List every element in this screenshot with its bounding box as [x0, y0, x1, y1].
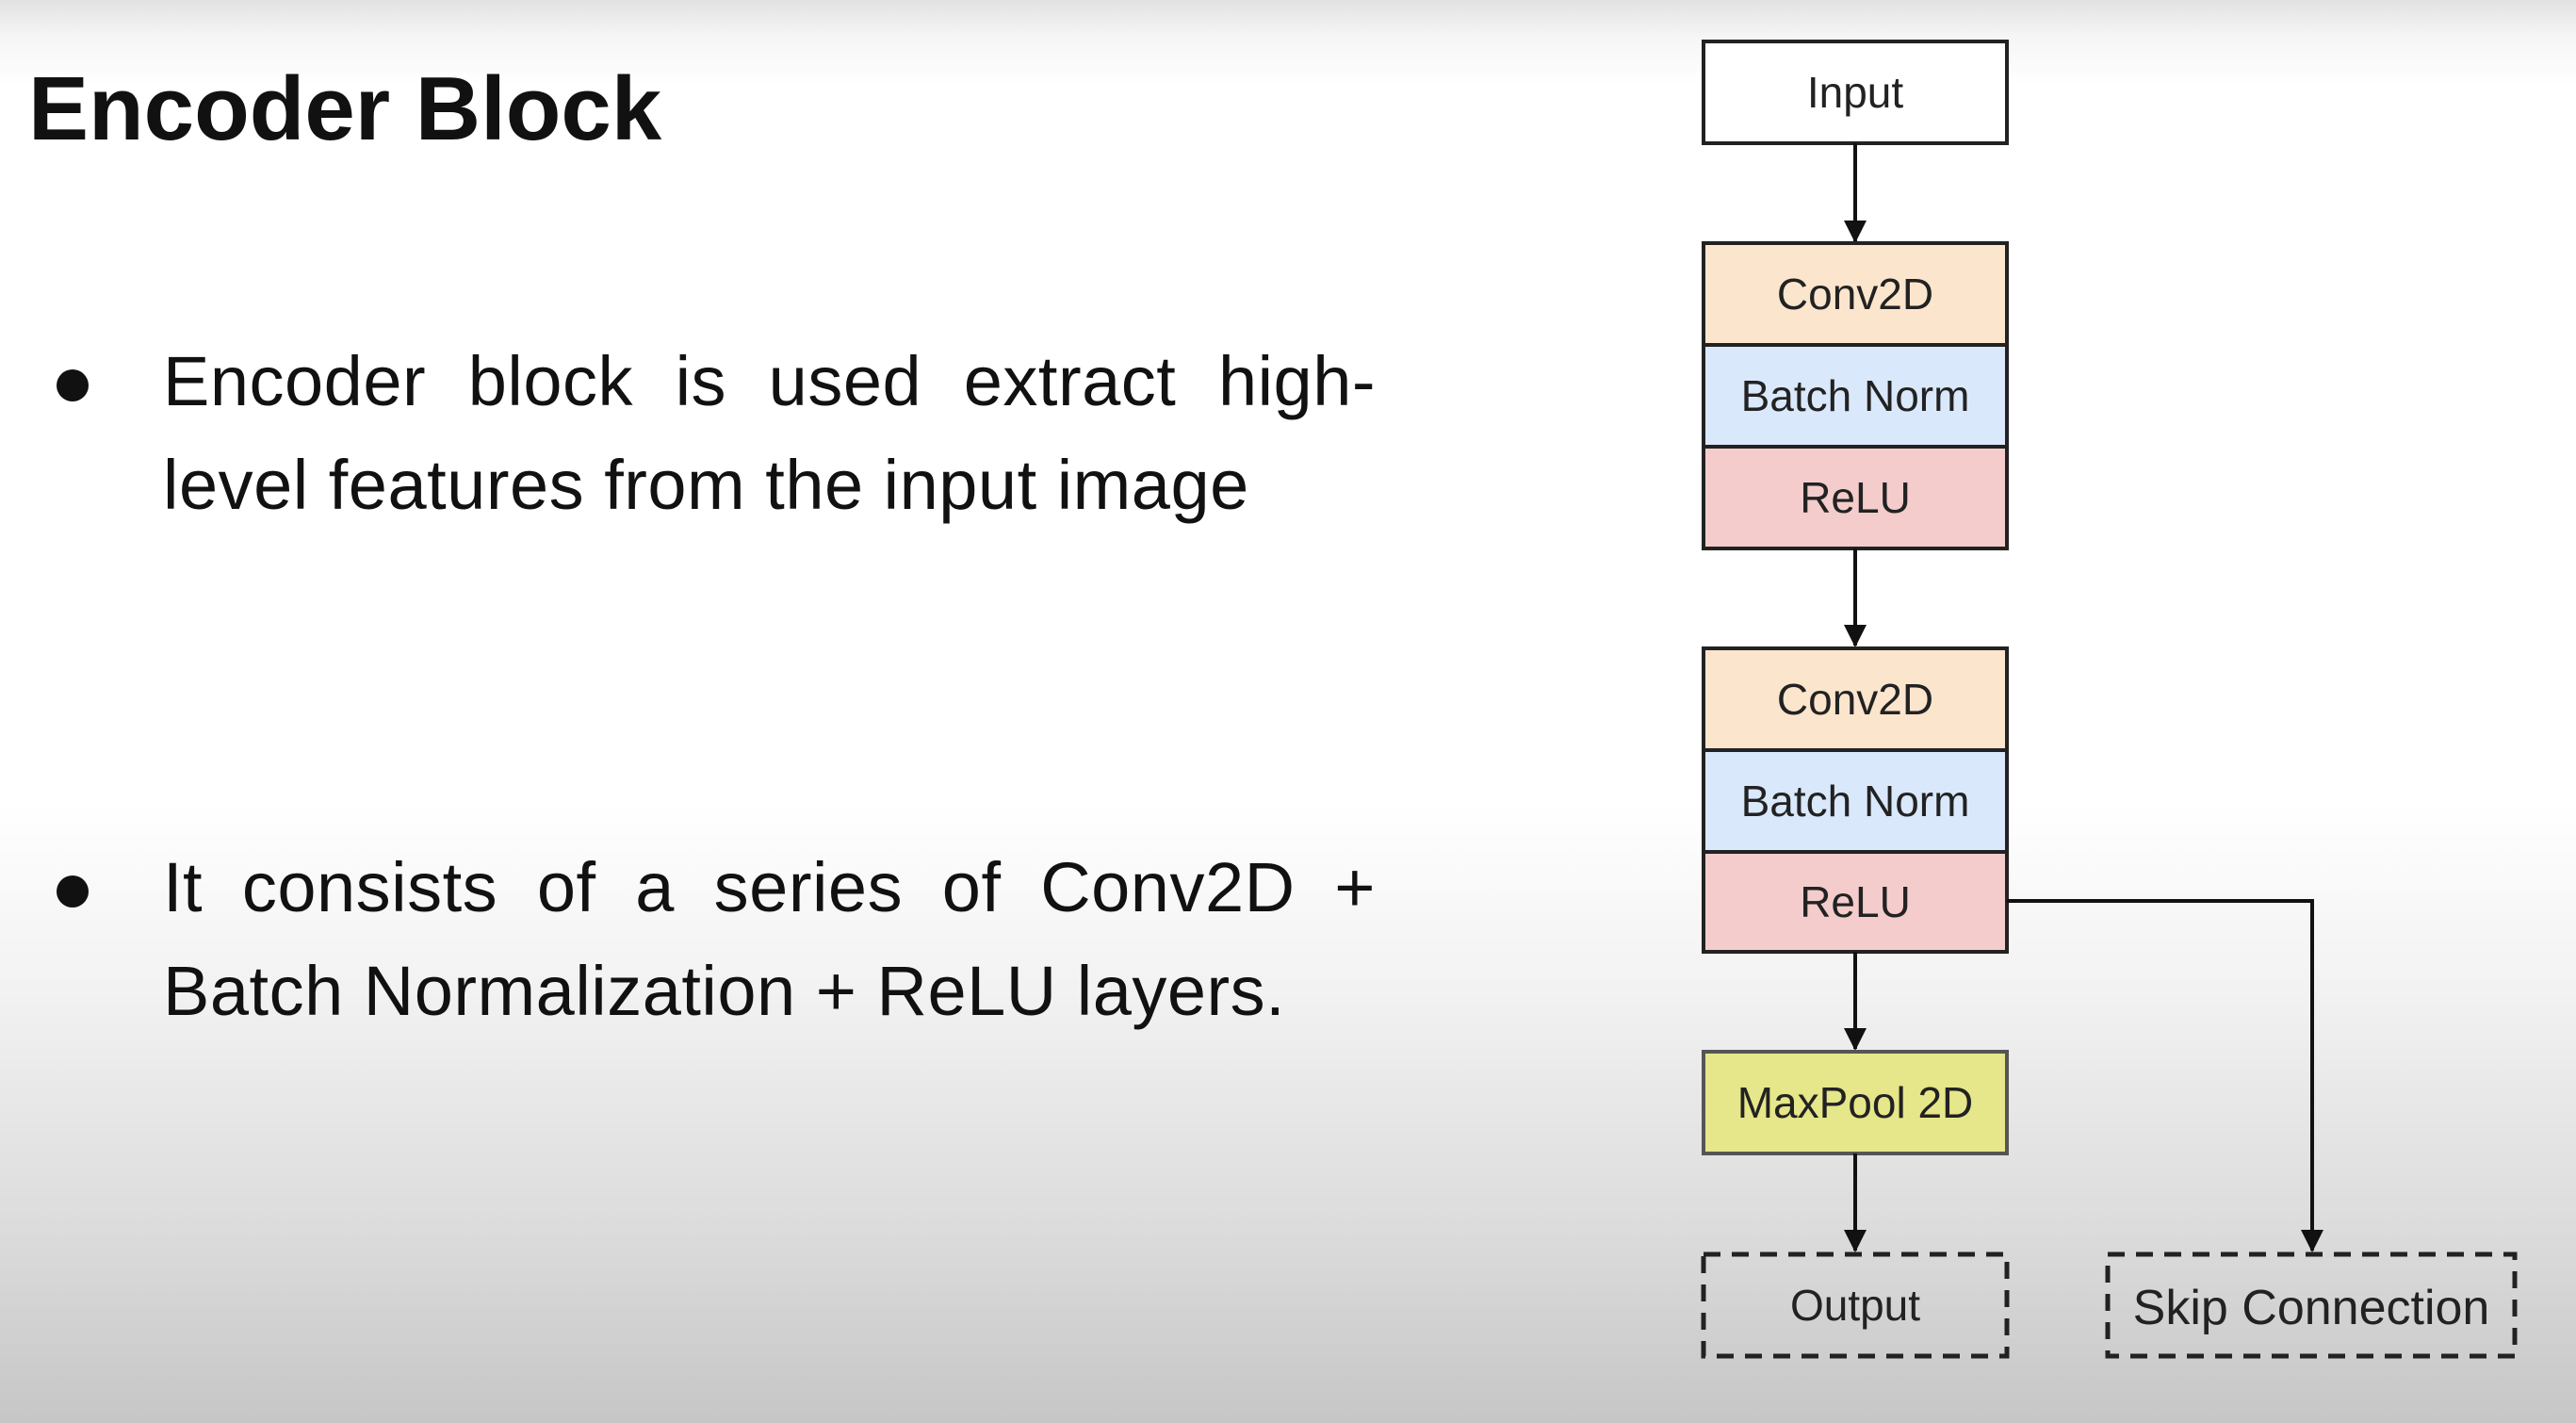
conv2d-label: Conv2D [1777, 675, 1933, 724]
maxpool-node: MaxPool 2D [1702, 1050, 2009, 1155]
bullet-dot [57, 875, 89, 908]
relu-box [1702, 850, 2009, 954]
conv-block-1: Conv2D Batch Norm ReLU [1702, 241, 2009, 550]
input-box [1702, 40, 2009, 145]
skip-connection-label: Skip Connection [2133, 1281, 2490, 1335]
skip-connection-node: Skip Connection [2105, 1251, 2518, 1359]
skip-connection-arrow [2007, 899, 2323, 1252]
batch-norm-label: Batch Norm [1741, 777, 1970, 826]
input-label: Input [1807, 68, 1904, 117]
bullet-text: It consists of a series of Conv2D + Batc… [163, 848, 1376, 1030]
batch-norm-label: Batch Norm [1741, 371, 1970, 420]
output-node: Output [1701, 1251, 2010, 1359]
conv-block-2: Conv2D Batch Norm ReLU [1702, 646, 2009, 954]
skip-connection-box [2105, 1251, 2518, 1359]
relu-box [1702, 445, 2009, 550]
relu-label: ReLU [1800, 473, 1911, 522]
slide-title: Encoder Block [28, 58, 662, 159]
output-box [1701, 1251, 2010, 1359]
bullet-text: Encoder block is used extract high-level… [163, 342, 1376, 524]
conv2d-label: Conv2D [1777, 270, 1933, 319]
maxpool-label: MaxPool 2D [1737, 1078, 1974, 1127]
bullet-dot [57, 369, 89, 401]
output-label: Output [1790, 1281, 1920, 1330]
batch-norm-box [1702, 748, 2009, 854]
input-node: Input [1702, 40, 2009, 145]
maxpool-box [1702, 1050, 2009, 1155]
relu-label: ReLU [1800, 877, 1911, 926]
